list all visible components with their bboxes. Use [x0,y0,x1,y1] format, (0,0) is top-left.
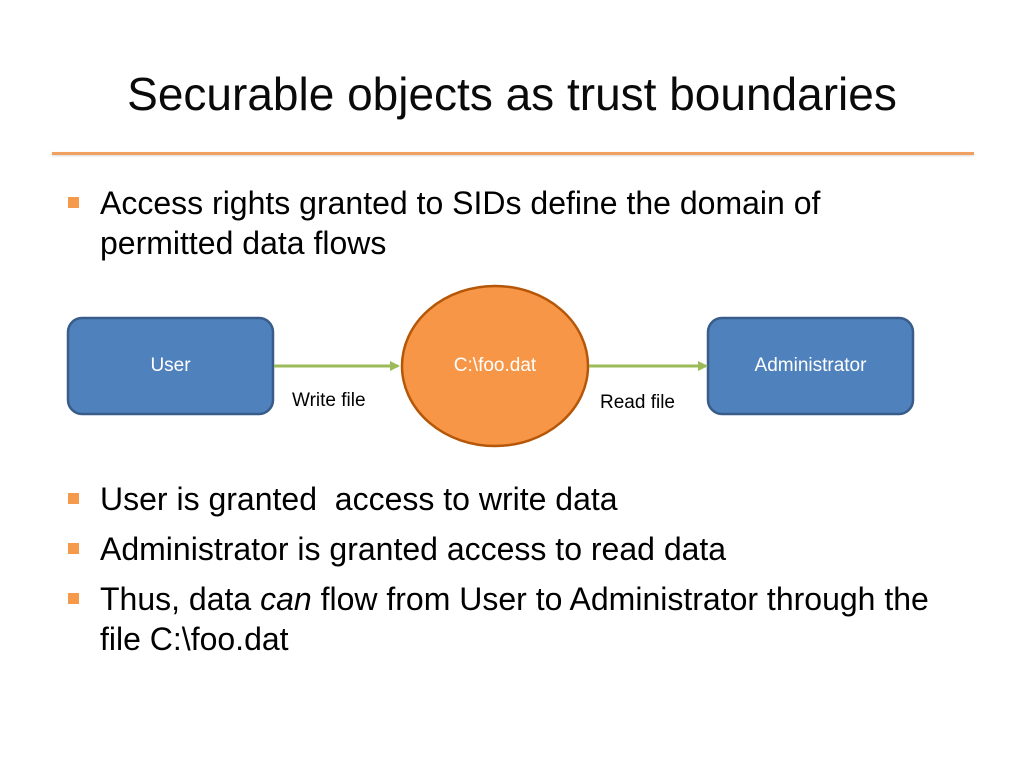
bullet-square-icon [68,593,79,604]
bullet-text: User is granted access to write data [100,481,618,517]
slide-title: Securable objects as trust boundaries [127,68,897,120]
administrator-node-label: Administrator [754,355,867,376]
bullet-text-pre: Thus, data [100,581,261,617]
bullet-list-top: Access rights granted to SIDs define the… [64,183,944,273]
title-divider [52,152,974,155]
administrator-node-box [706,316,915,416]
bullet-square-icon [68,493,79,504]
bullet-text-emphasis: can [260,581,312,617]
bullet-text: Access rights granted to SIDs define the… [100,185,821,261]
bullet-item: Administrator is granted access to read … [64,529,944,569]
user-node-box [66,316,275,416]
bullet-text: Administrator is granted access to read … [100,531,727,567]
bullet-square-icon [68,543,79,554]
write-file-label: Write file [292,390,366,411]
read-file-label: Read file [600,392,675,413]
diagram-canvas [66,284,915,448]
data-flow-diagram: User C:\foo.dat Administrator Write file… [0,280,1024,460]
bullet-list-bottom: User is granted access to write data Adm… [64,479,944,669]
bullet-item: User is granted access to write data [64,479,944,519]
bullet-item: Access rights granted to SIDs define the… [64,183,944,263]
file-node-label: C:\foo.dat [453,355,537,376]
bullet-item: Thus, data can flow from User to Adminis… [64,579,944,659]
user-node-label: User [150,355,191,376]
file-node-circle [400,284,590,448]
bullet-square-icon [68,197,79,208]
bullet-text-post: flow from User to Administrator through … [100,581,929,657]
